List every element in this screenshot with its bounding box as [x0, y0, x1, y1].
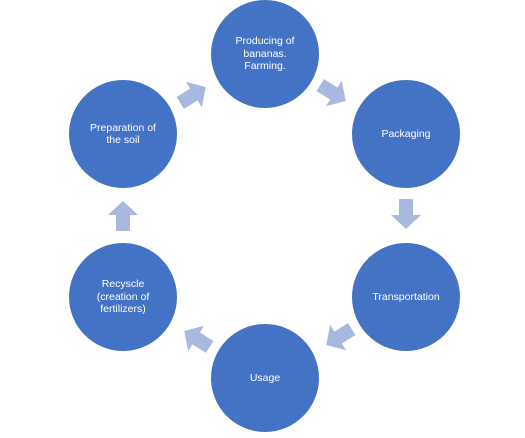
node-recycle: Recyscle (creation of fertilizers)	[69, 243, 177, 351]
node-label-preparation: Preparation of the soil	[90, 121, 156, 147]
arrow-packaging-to-transportation-icon	[389, 197, 423, 231]
node-transportation: Transportation	[352, 243, 460, 351]
arrow-recycle-to-preparation-icon	[106, 199, 140, 233]
arrow-producing-to-packaging-icon	[310, 70, 357, 117]
node-label-usage: Usage	[249, 371, 281, 384]
node-label-packaging: Packaging	[381, 127, 431, 140]
arrow-usage-to-recycle-icon	[174, 316, 221, 363]
node-producing: Producing of bananas. Farming.	[211, 0, 319, 108]
node-preparation: Preparation of the soil	[69, 80, 177, 188]
node-packaging: Packaging	[352, 80, 460, 188]
node-label-recycle: Recyscle (creation of fertilizers)	[96, 278, 150, 316]
arrow-preparation-to-producing-icon	[170, 72, 217, 119]
arrow-transportation-to-usage-icon	[316, 314, 363, 361]
node-usage: Usage	[211, 324, 319, 432]
node-label-producing: Producing of bananas. Farming.	[235, 35, 295, 73]
node-label-transportation: Transportation	[372, 290, 440, 303]
